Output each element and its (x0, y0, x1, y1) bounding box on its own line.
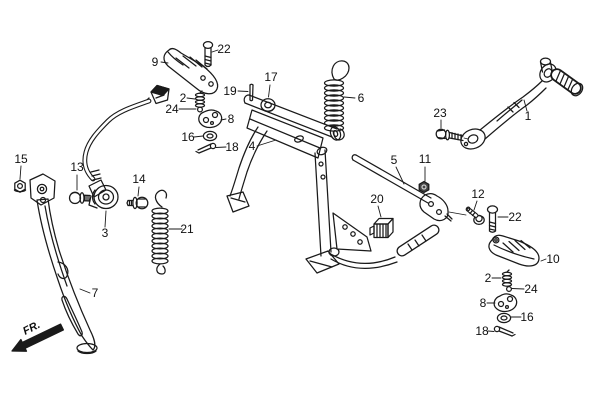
part-18-pin-bottom (493, 325, 516, 337)
part-label-7: 7 (92, 286, 99, 300)
part-19-pin (249, 83, 254, 102)
brake-pedal-arm (328, 224, 440, 270)
leader-lines (19, 49, 547, 332)
part-8-plate-top (198, 109, 223, 129)
part-22-bolt-bottom (486, 205, 499, 233)
part-18-pin-top (195, 142, 217, 154)
part-3-side-stand-switch (88, 179, 119, 210)
part-24-ball-top (196, 106, 204, 113)
part-label-11: 11 (419, 152, 432, 166)
part-4-main-stand (226, 94, 372, 274)
part-label-14: 14 (132, 172, 146, 186)
part-10-footpeg (488, 234, 540, 267)
part-12-bolt (465, 206, 485, 226)
part-label-15: 15 (14, 152, 28, 166)
part-16-washer-bottom (496, 312, 512, 324)
part-13-bolt (68, 191, 91, 205)
part-label-13: 13 (70, 160, 84, 174)
part-label-5: 5 (391, 153, 398, 167)
part-16-washer-top (202, 130, 218, 142)
part-1-gear-change-pedal (460, 57, 584, 150)
part-label-6: 6 (358, 91, 365, 105)
part-22-bolt-top (202, 40, 214, 68)
part-8-plate-bottom (493, 293, 518, 313)
switch-cable (82, 98, 152, 182)
part-2-spring-top (194, 90, 206, 108)
part-7-side-stand (36, 196, 98, 355)
part-labels: 9 22 2 24 8 16 18 19 17 4 6 1 23 5 11 20… (14, 42, 560, 338)
part-label-22-top: 22 (217, 42, 231, 56)
part-label-24-top: 24 (165, 102, 179, 116)
part-14-bolt (126, 196, 149, 210)
part-20-rubber-stopper (369, 217, 394, 239)
part-label-8-top: 8 (228, 112, 235, 126)
part-11-nut (418, 180, 430, 194)
part-24-ball-bottom (505, 285, 513, 293)
part-23-bolt (435, 128, 469, 142)
part-label-2-bottom: 2 (485, 271, 492, 285)
part-label-21: 21 (180, 222, 194, 236)
part-label-18-top: 18 (225, 140, 239, 154)
part-label-20: 20 (370, 192, 384, 206)
part-label-10: 10 (546, 252, 560, 266)
part-label-16-top: 16 (181, 130, 195, 144)
part-label-1: 1 (525, 109, 532, 123)
part-label-16-bottom: 16 (520, 310, 534, 324)
part-label-18-bottom: 18 (475, 324, 489, 338)
part-15-nut (13, 179, 27, 193)
part-label-2-top: 2 (180, 91, 187, 105)
part-5-rod (351, 154, 467, 222)
side-stand-bracket (29, 173, 56, 206)
part-21-spring (151, 189, 169, 275)
part-label-4: 4 (249, 139, 256, 153)
part-label-8-bottom: 8 (480, 296, 487, 310)
part-label-24-bottom: 24 (524, 282, 538, 296)
part-label-22-bottom: 22 (508, 210, 522, 224)
fr-direction-arrow: FR. (11, 319, 65, 352)
part-label-23: 23 (433, 106, 447, 120)
part-label-9: 9 (152, 55, 159, 69)
part-label-17: 17 (264, 70, 278, 84)
part-label-12: 12 (471, 187, 485, 201)
part-label-19: 19 (223, 84, 237, 98)
part-2-spring-bottom (501, 269, 513, 287)
part-label-3: 3 (102, 226, 109, 240)
part-9-footpeg (163, 47, 219, 95)
